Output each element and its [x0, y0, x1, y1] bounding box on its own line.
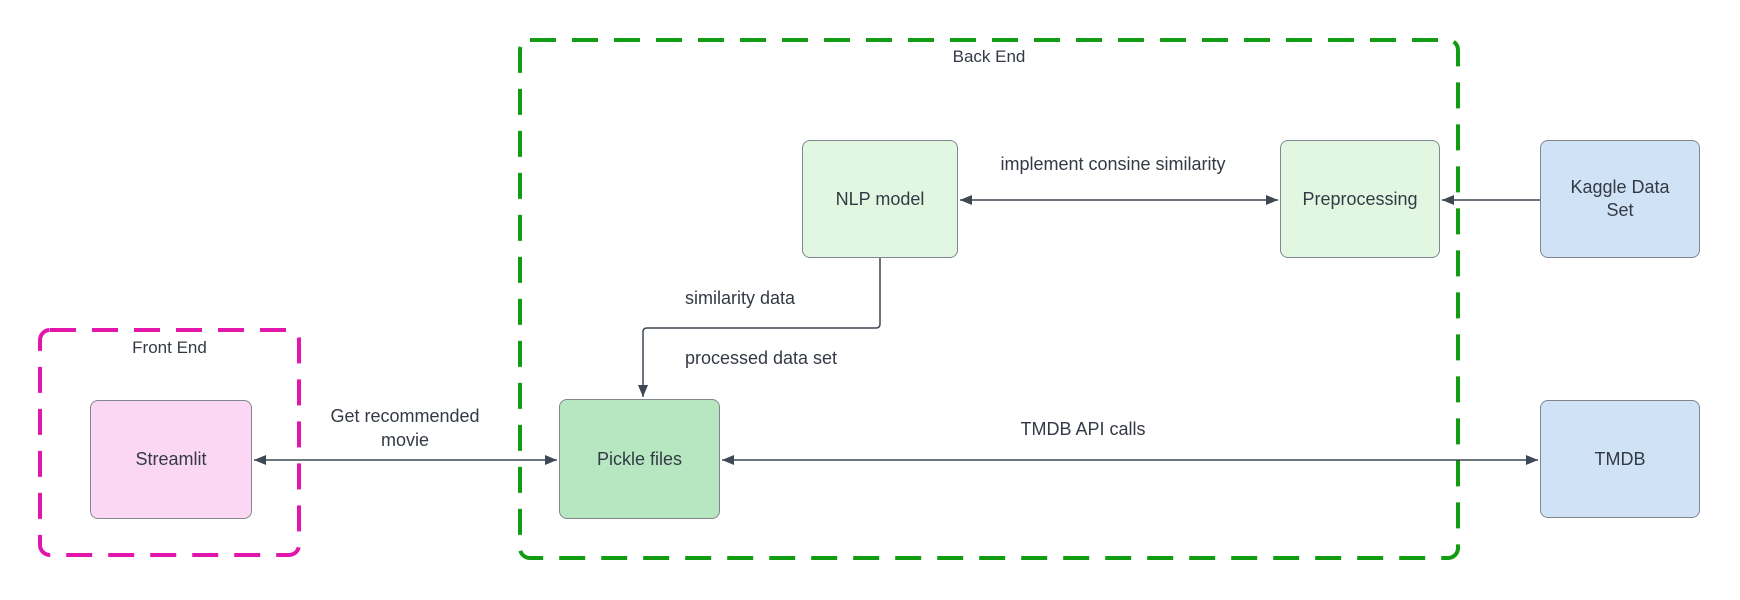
back-end-container	[518, 38, 1460, 560]
edge-label-cosine-similarity: implement consine similarity	[1000, 154, 1226, 174]
edge-label-processed-data-set: processed data set	[684, 348, 838, 368]
node-nlp-model: NLP model	[802, 140, 958, 258]
node-nlp-model-label: NLP model	[835, 188, 925, 209]
edge-nlp-pickle	[638, 258, 881, 397]
node-streamlit-label: Streamlit	[135, 449, 207, 469]
node-preprocessing: Preprocessing	[1280, 140, 1440, 258]
node-pickle-files-label: Pickle files	[596, 448, 683, 469]
node-kaggle-data-set-label: Kaggle Data Set	[1570, 177, 1670, 220]
node-streamlit: Streamlit	[90, 400, 252, 519]
edge-label-tmdb-api-calls: TMDB API calls	[1020, 419, 1146, 439]
node-tmdb-label: TMDB	[1594, 448, 1646, 469]
back-end-label: Back End	[952, 47, 1026, 66]
node-preprocessing-label: Preprocessing	[1302, 188, 1418, 209]
node-pickle-files: Pickle files	[559, 399, 720, 519]
edge-label-get-recommended-movie: Get recommended movie	[330, 406, 480, 450]
front-end-container	[38, 328, 301, 557]
front-end-label: Front End	[132, 338, 207, 357]
node-tmdb: TMDB	[1540, 400, 1700, 518]
node-kaggle-data-set: Kaggle Data Set	[1540, 140, 1700, 258]
edge-label-similarity-data: similarity data	[684, 288, 796, 308]
